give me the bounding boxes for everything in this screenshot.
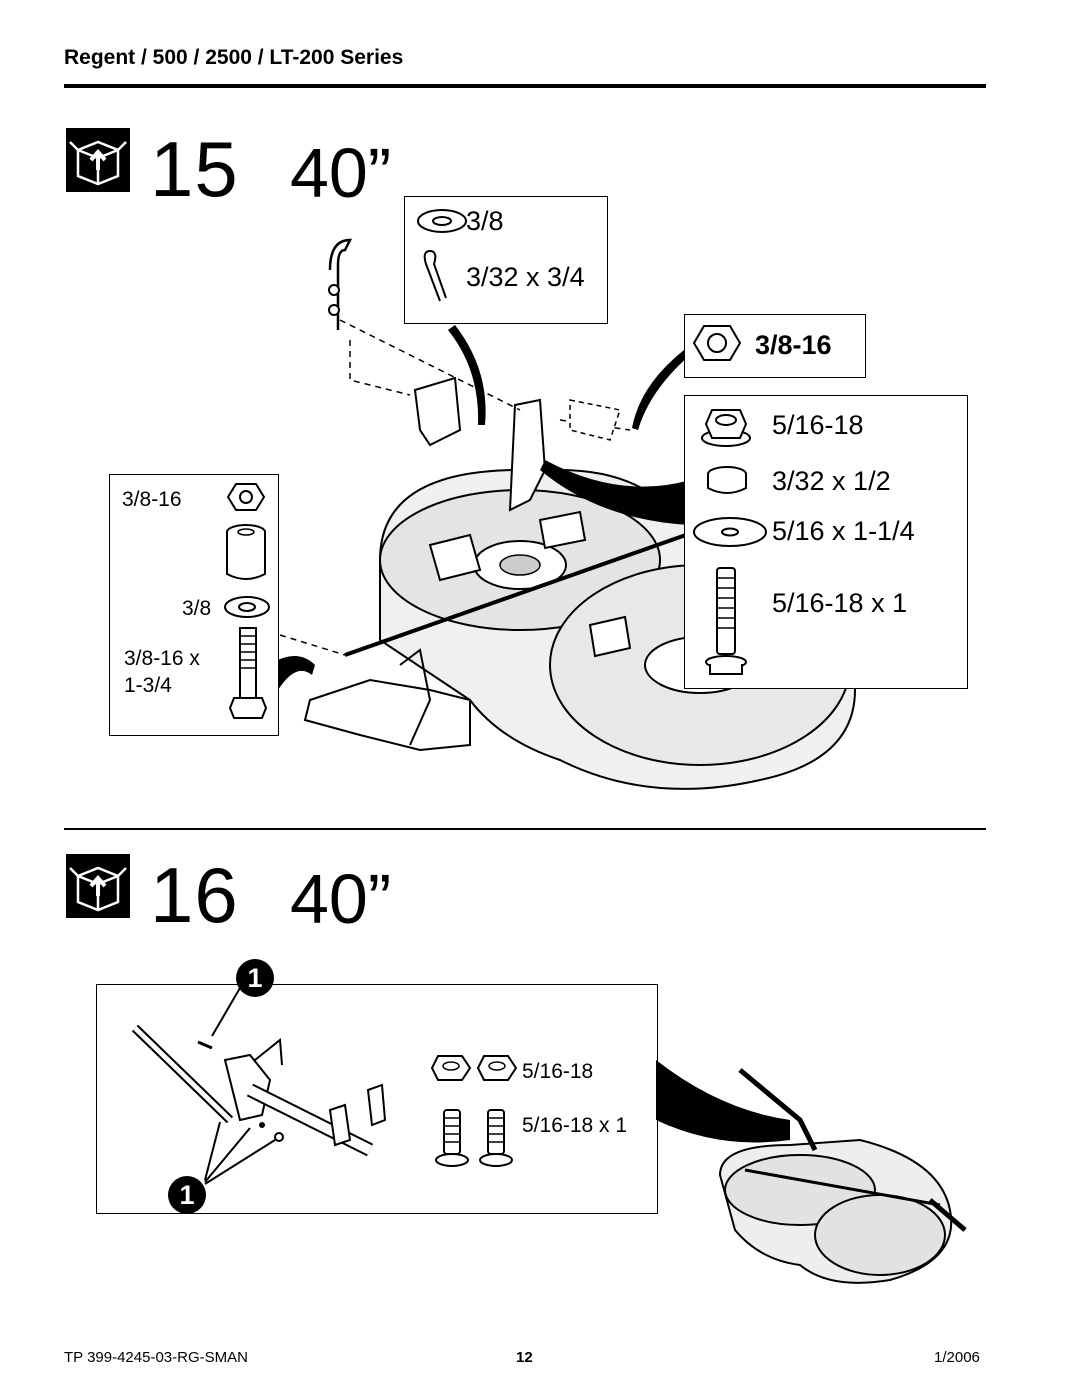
- bolt-label: 5/16-18 x 1: [772, 588, 908, 618]
- detail-bolt-label: 5/16-18 x 1: [522, 1114, 628, 1137]
- nut-label: 3/8-16: [755, 330, 832, 360]
- header-rule: [64, 84, 986, 88]
- washer-icon: [417, 209, 467, 233]
- flange-nut-icon: [701, 409, 751, 447]
- lock-nut-icon: [226, 483, 266, 511]
- flange-nut-label: 5/16-18: [772, 410, 864, 440]
- callout-marker: 1: [236, 959, 274, 997]
- spacer-icon: [707, 466, 747, 494]
- left-bolt-icon: [228, 627, 268, 719]
- footer-date: 1/2006: [934, 1349, 980, 1366]
- left-bolt-label-1: 3/8-16 x: [124, 647, 200, 670]
- deck-size: 40”: [290, 134, 392, 212]
- parts-box-icon: [66, 128, 130, 192]
- page-title: Regent / 500 / 2500 / LT-200 Series: [64, 46, 404, 69]
- callout-marker: 1: [168, 1176, 206, 1214]
- spacer-label: 3/32 x 1/2: [772, 466, 891, 496]
- step-number: 15: [150, 125, 239, 213]
- left-washer-icon: [224, 596, 270, 618]
- parts-box-icon: [66, 854, 130, 918]
- footer-doc-id: TP 399-4245-03-RG-SMAN: [64, 1349, 248, 1366]
- cotter-pin-icon: [423, 250, 447, 302]
- hex-nut-icon: [692, 325, 742, 361]
- flat-washer-label: 5/16 x 1-1/4: [772, 516, 915, 546]
- footer-page-number: 12: [516, 1349, 533, 1366]
- washer-label: 3/8: [466, 206, 504, 236]
- flat-washer-icon: [693, 517, 767, 547]
- flange-bolts-icon: [435, 1109, 513, 1167]
- step-number: 16: [150, 851, 239, 939]
- left-bolt-label-2: 1-3/4: [124, 674, 172, 697]
- section-divider: [64, 828, 986, 830]
- left-washer-label: 3/8: [182, 597, 212, 620]
- bushing-icon: [226, 524, 266, 580]
- left-nut-label: 3/8-16: [122, 488, 182, 511]
- cotter-pin-label: 3/32 x 3/4: [466, 262, 585, 292]
- deck-size: 40”: [290, 860, 392, 938]
- bolt-icon: [705, 567, 747, 675]
- detail-nut-label: 5/16-18: [522, 1060, 594, 1083]
- flange-nuts-icon: [430, 1055, 518, 1081]
